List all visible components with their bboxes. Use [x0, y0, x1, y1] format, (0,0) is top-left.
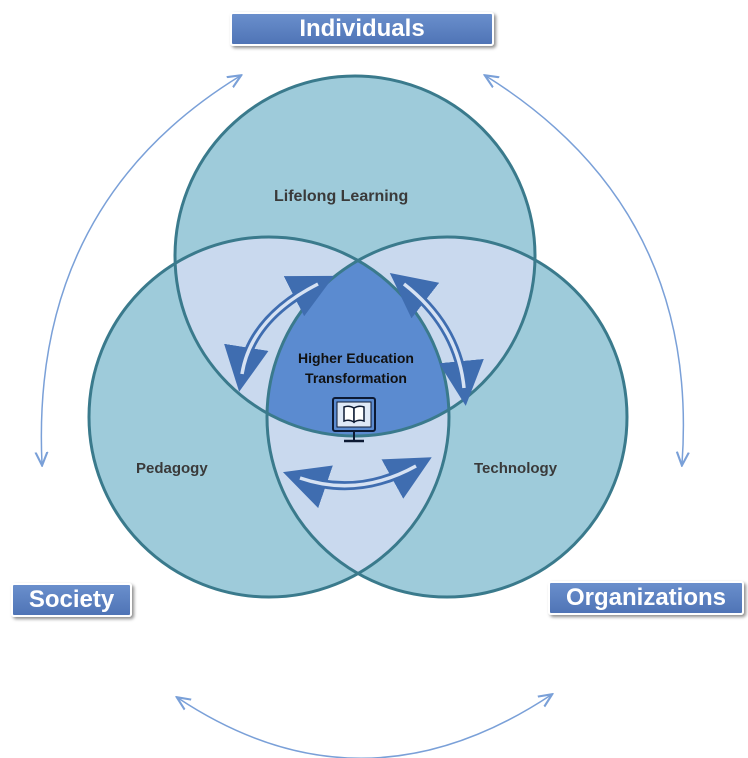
stakeholder-organizations: Organizations: [548, 581, 744, 615]
circle-label-pedagogy: Pedagogy: [136, 460, 208, 477]
center-label: Higher Education Transformation: [281, 348, 431, 388]
center-label-line2: Transformation: [305, 370, 407, 386]
stakeholder-society: Society: [11, 583, 132, 617]
circle-label-lifelong-learning: Lifelong Learning: [274, 188, 409, 205]
center-label-line1: Higher Education: [298, 350, 414, 366]
book-monitor-icon: [332, 397, 376, 443]
stakeholder-individuals: Individuals: [230, 12, 494, 46]
arrow-society-organizations: [178, 695, 551, 758]
arrow-individuals-organizations: [486, 76, 683, 464]
arrow-individuals-society: [41, 76, 240, 464]
circle-label-technology: Technology: [474, 460, 558, 477]
